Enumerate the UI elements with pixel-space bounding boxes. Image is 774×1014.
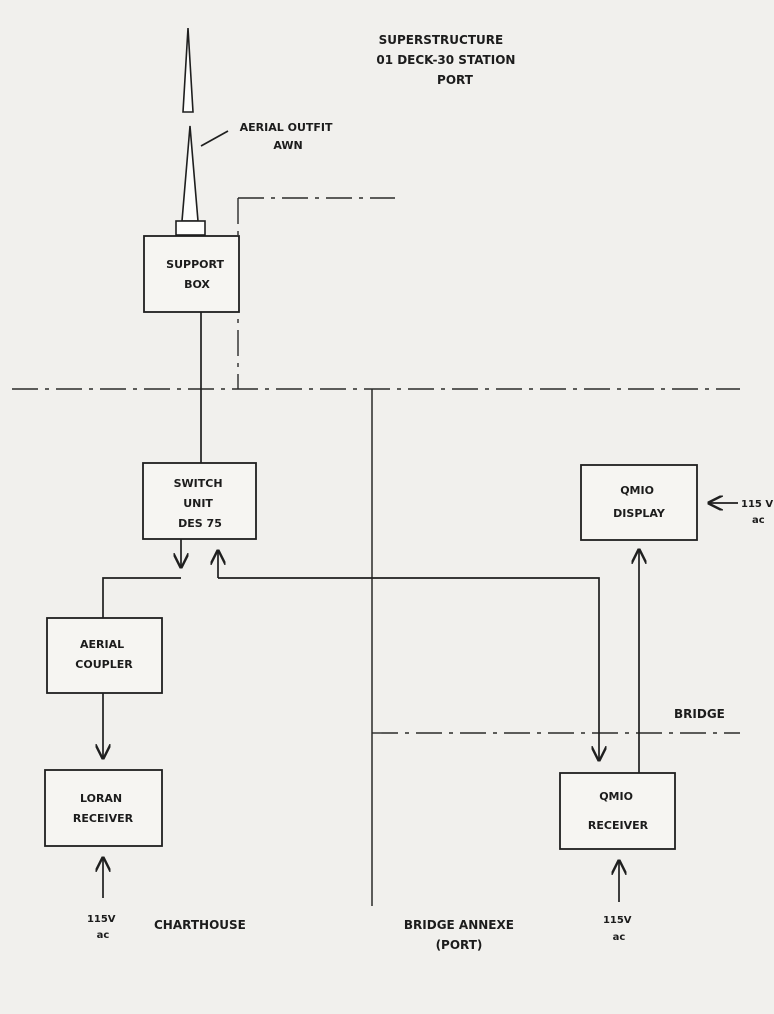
charthouse-label: CHARTHOUSE <box>154 918 246 932</box>
aerial-outfit-label: AERIAL OUTFIT AWN <box>240 121 337 152</box>
aerial-leader-line <box>200 130 229 147</box>
aerial-coupler-box <box>46 617 163 694</box>
loran-power-label: 115V ac <box>87 914 119 941</box>
loran-receiver-box <box>44 769 163 847</box>
support-box-label: SUPPORT BOX <box>166 258 228 291</box>
aerial-mast-icon <box>175 27 206 236</box>
switch-to-qmio-receiver-wire <box>218 577 599 760</box>
qmio-receiver-box <box>559 772 676 850</box>
qmio-display-label: QMIO DISPLAY <box>613 484 666 520</box>
qmio-display-box <box>580 464 698 541</box>
switch-unit-box <box>142 462 257 540</box>
aerial-coupler-label: AERIAL COUPLER <box>75 638 133 671</box>
bridge-label: BRIDGE <box>674 707 725 721</box>
qmio-display-power-label: 115 V ac <box>741 499 774 526</box>
bridge-annexe-label: BRIDGE ANNEXE (PORT) <box>404 918 518 952</box>
superstructure-label: SUPERSTRUCTURE 01 DECK-30 STATION PORT <box>376 33 519 87</box>
switch-unit-label: SWITCH UNIT DES 75 <box>174 477 227 530</box>
loran-receiver-label: LORAN RECEIVER <box>73 792 134 825</box>
qmio-receiver-power-label: 115V ac <box>603 915 635 943</box>
support-box <box>143 235 240 313</box>
switch-to-coupler-wire <box>102 577 181 618</box>
qmio-receiver-label: QMIO RECEIVER <box>588 790 649 832</box>
